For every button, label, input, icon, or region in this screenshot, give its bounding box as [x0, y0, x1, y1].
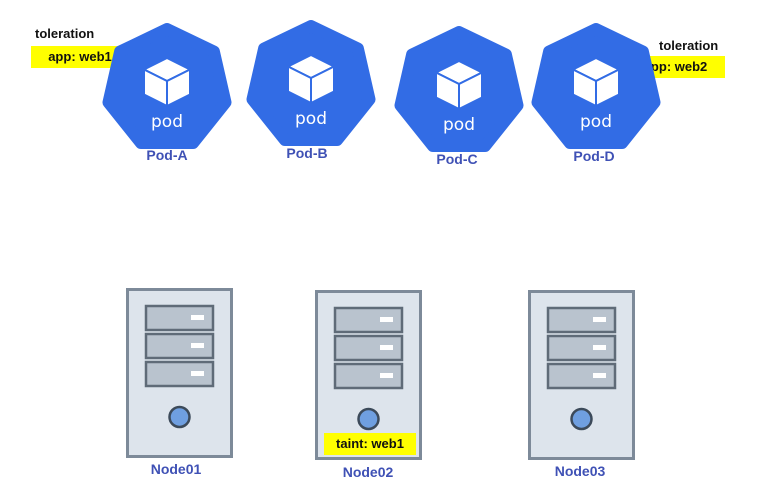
drive-bay [333, 306, 404, 334]
toleration-tag-pod-a: app: web1 [31, 46, 129, 68]
pod-name-label: Pod-D [573, 148, 615, 164]
drive-led [191, 371, 204, 376]
cube-icon [287, 54, 335, 104]
drive-led [380, 345, 393, 350]
pod-icon: pod [246, 20, 376, 147]
pod-icon-text: pod [151, 112, 183, 132]
power-button-icon [570, 407, 593, 431]
drive-led [380, 317, 393, 322]
drive-bay [333, 362, 404, 390]
cube-icon [143, 57, 191, 107]
cube-icon [572, 57, 620, 107]
drive-led [593, 373, 606, 378]
pod-icon: pod [531, 23, 661, 150]
power-button-icon [357, 407, 380, 431]
cube-icon [435, 60, 483, 110]
pod-name-label: Pod-C [436, 151, 478, 167]
pod-icon-text: pod [295, 109, 327, 129]
node-name-label: Node03 [554, 463, 606, 479]
pod-icon-text: pod [580, 112, 612, 132]
power-button-icon [168, 405, 191, 429]
node-name-label: Node02 [342, 464, 394, 480]
pod-name-label: Pod-B [286, 145, 328, 161]
drive-bay [333, 334, 404, 362]
drive-led [191, 343, 204, 348]
toleration-title-pod-a: toleration [35, 26, 95, 41]
taint-tag-node-02: taint: web1 [324, 433, 416, 455]
drive-led [593, 317, 606, 322]
pod-icon: pod [394, 26, 524, 153]
pod-name-label: Pod-A [146, 147, 188, 163]
server-icon [528, 290, 635, 460]
toleration-title-pod-d: toleration [659, 38, 719, 53]
drive-led [380, 373, 393, 378]
pod-icon: pod [102, 23, 232, 150]
node-name-label: Node01 [150, 461, 202, 477]
drive-led [593, 345, 606, 350]
server-icon [126, 288, 233, 458]
pod-icon-text: pod [443, 115, 475, 135]
drive-led [191, 315, 204, 320]
server-icon [315, 290, 422, 460]
